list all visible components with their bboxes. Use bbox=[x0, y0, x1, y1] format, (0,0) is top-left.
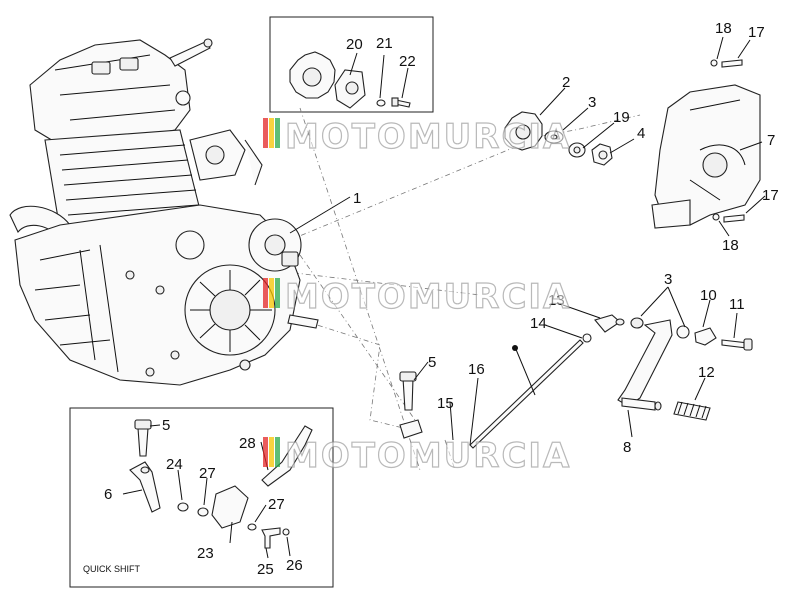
part-label-17: 17 bbox=[762, 187, 779, 204]
part-label-15: 15 bbox=[437, 395, 454, 412]
watermark-text: MOTOMURCIA bbox=[285, 436, 571, 476]
part-label-6: 6 bbox=[104, 486, 112, 503]
part-label-27: 27 bbox=[199, 465, 216, 482]
watermark-logo: MOTOMURCIA MOTOMURCIA MOTOMURCIA bbox=[263, 116, 571, 477]
qs-sensor-23-icon bbox=[211, 485, 249, 529]
part-label-3: 3 bbox=[588, 94, 596, 111]
part-label-4: 4 bbox=[637, 125, 645, 142]
part-label-27: 27 bbox=[268, 496, 285, 513]
part-label-24: 24 bbox=[166, 456, 183, 473]
part-label-22: 22 bbox=[399, 53, 416, 70]
qs-washer-24-icon bbox=[177, 502, 189, 512]
part-label-26: 26 bbox=[286, 557, 303, 574]
part-label-5: 5 bbox=[428, 354, 436, 371]
part-label-14: 14 bbox=[530, 315, 547, 332]
leader-lines bbox=[122, 36, 766, 559]
watermark-flag-icon bbox=[263, 278, 280, 308]
quick-shift-inset-box bbox=[69, 407, 334, 588]
qs-lever-6-icon bbox=[129, 461, 161, 513]
sprocket-inset-box bbox=[269, 16, 434, 113]
part-label-17: 17 bbox=[748, 24, 765, 41]
spring-12-icon bbox=[673, 401, 711, 421]
part-label-10: 10 bbox=[700, 287, 717, 304]
linkage-parts bbox=[399, 371, 423, 439]
bolt-5-icon bbox=[402, 377, 414, 411]
pivot-bolt-10-icon bbox=[694, 327, 717, 346]
watermark-text: MOTOMURCIA bbox=[285, 277, 571, 317]
part-label-7: 7 bbox=[767, 132, 775, 149]
qs-washer-27-icon bbox=[197, 507, 209, 517]
bolt-17-top-icon bbox=[721, 59, 743, 68]
part-label-5: 5 bbox=[162, 417, 170, 434]
part-label-11: 11 bbox=[729, 296, 745, 313]
part-label-23: 23 bbox=[197, 545, 214, 562]
sprocket-inset-parts bbox=[289, 51, 411, 109]
part-label-25: 25 bbox=[257, 561, 274, 578]
part-labels: 1 2 3 3 4 5 5 6 7 8 10 11 12 13 14 15 16… bbox=[83, 20, 779, 578]
washer-21-icon bbox=[376, 99, 386, 107]
qs-switch-28-icon bbox=[261, 425, 313, 487]
qs-washer-27b-icon bbox=[247, 523, 257, 531]
qs-washer-26-icon bbox=[282, 528, 290, 536]
shift-rod-16-icon bbox=[469, 339, 584, 449]
watermark-flag-icon bbox=[263, 118, 280, 148]
washer-18-top-icon bbox=[710, 59, 718, 67]
part-label-19: 19 bbox=[613, 109, 630, 126]
sprocket-group bbox=[504, 111, 613, 166]
part-label-20: 20 bbox=[346, 36, 363, 53]
bolt-17-bottom-icon bbox=[723, 214, 745, 223]
nut-14-icon bbox=[582, 333, 592, 343]
watermark-flag-icon bbox=[263, 437, 280, 467]
part-label-28: 28 bbox=[239, 435, 256, 452]
quick-shift-parts bbox=[129, 419, 313, 549]
qs-bolt-25-icon bbox=[261, 527, 281, 549]
part-label-21: 21 bbox=[376, 35, 393, 52]
part-label-8: 8 bbox=[623, 439, 631, 456]
part-label-1: 1 bbox=[353, 190, 361, 207]
part-label-2: 2 bbox=[562, 74, 570, 91]
bracket-15-icon bbox=[399, 419, 423, 439]
part-label-18: 18 bbox=[722, 237, 739, 254]
watermark-text: MOTOMURCIA bbox=[285, 117, 571, 157]
sprocket-cover-group bbox=[651, 59, 761, 229]
part-label-16: 16 bbox=[468, 361, 485, 378]
washer-3-lever-icon bbox=[676, 325, 690, 339]
part-label-13: 13 bbox=[548, 292, 565, 309]
washer-18-bottom-icon bbox=[712, 213, 720, 221]
gear-lever-group bbox=[469, 314, 753, 449]
qs-bolt-5-icon bbox=[137, 427, 149, 457]
assembly-guide-lines bbox=[269, 107, 641, 471]
part-label-18: 18 bbox=[715, 20, 732, 37]
quick-shift-caption: QUICK SHIFT bbox=[83, 564, 141, 574]
part-label-3: 3 bbox=[664, 271, 672, 288]
part-label-12: 12 bbox=[698, 364, 715, 381]
gear-lever-8-icon bbox=[617, 319, 673, 407]
engine-assembly bbox=[9, 38, 319, 386]
